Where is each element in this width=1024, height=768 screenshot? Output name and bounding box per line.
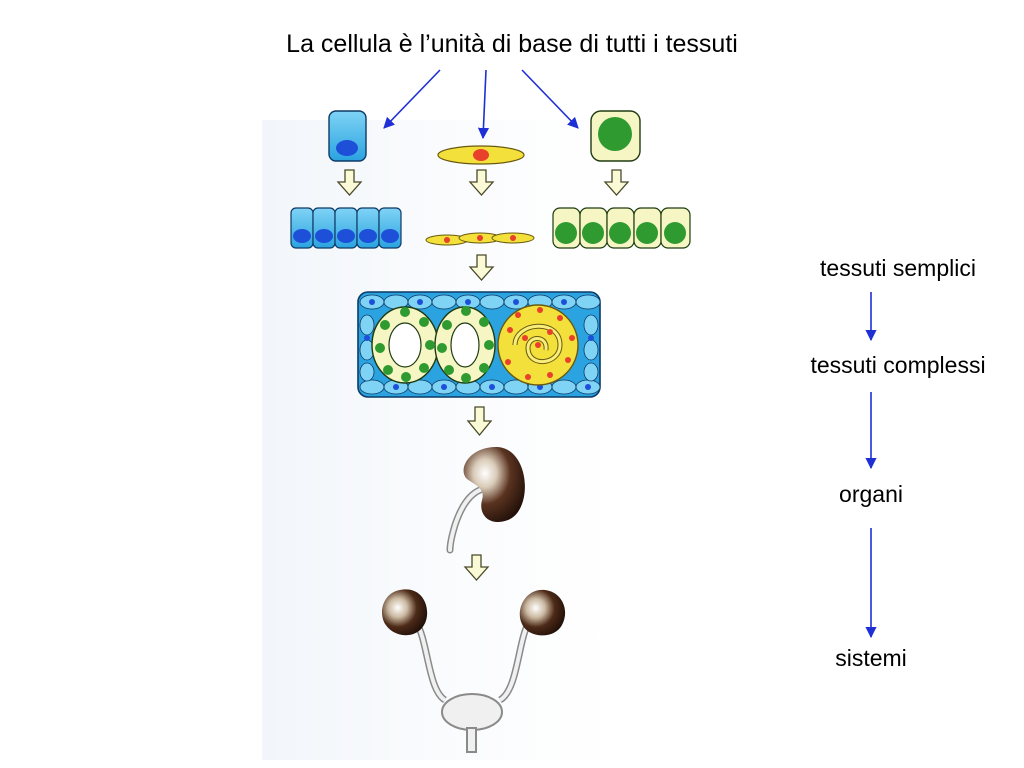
hollow-down-arrow-icons (336, 169, 630, 581)
blue-cuboidal-cell (328, 110, 367, 162)
green-round-cell (590, 110, 641, 162)
hollow-down-arrow-icon (468, 254, 495, 281)
slide-title: La cellula è l’unità di base di tutti i … (286, 30, 738, 58)
green-glandular-tissue (552, 207, 691, 249)
urinary-system-icon (381, 589, 566, 753)
yellow-fusiform-cell (437, 145, 525, 165)
pointer-arrow-left (383, 69, 441, 129)
hollow-down-arrow-icon (466, 406, 493, 437)
hollow-down-arrow-icon (468, 169, 495, 196)
level-label-complex-tissues: tessuti complessi (810, 352, 986, 378)
yellow-muscle-tissue (425, 232, 535, 246)
blue-epithelium-tissue (290, 207, 402, 249)
level-label-systems: sistemi (835, 645, 907, 671)
pointer-arrow-middle (477, 69, 490, 140)
level-label-simple-tissues: tessuti semplici (820, 255, 976, 281)
pointer-arrow-right (521, 69, 579, 129)
complex-tissue (357, 291, 601, 398)
hollow-down-arrow-icon (336, 169, 363, 196)
level-label-organs: organi (839, 481, 903, 507)
kidney-icon (446, 447, 525, 554)
hollow-down-arrow-icon (603, 169, 630, 196)
hollow-down-arrow-icon (463, 554, 490, 581)
